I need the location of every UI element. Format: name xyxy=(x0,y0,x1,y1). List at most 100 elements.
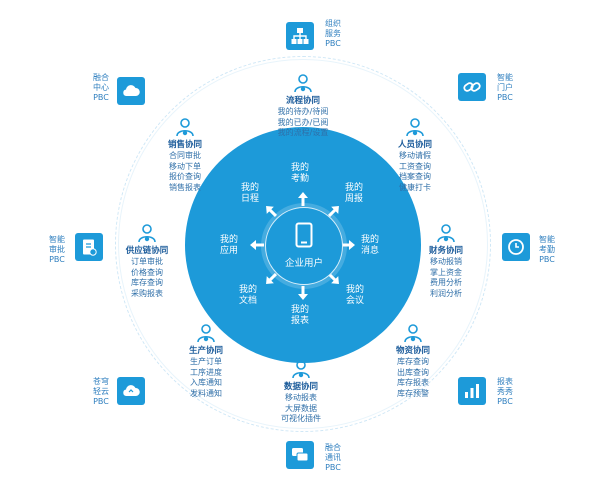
enterprise-user-hub[interactable]: 企业用户 xyxy=(265,207,343,285)
module-sales[interactable]: 销售协同 合同审批 移动下单 报价查询 销售报表 xyxy=(148,116,222,193)
enterprise-user-label: 企业用户 xyxy=(284,258,323,269)
center-item-messages: 我的消息 xyxy=(360,235,379,256)
arrow-down-left-icon xyxy=(266,272,278,284)
center-item-reports: 我的报表 xyxy=(290,305,309,326)
approval-doc-icon xyxy=(83,239,97,256)
module-personnel[interactable]: 人员协同 移动请假 工资查询 档案查询 健康打卡 xyxy=(378,116,452,193)
arrow-down-icon xyxy=(298,286,308,300)
module-materials[interactable]: 物资协同 库存查询 出库查询 库存报表 库存预警 xyxy=(376,322,450,399)
module-item: 合同审批 xyxy=(169,151,201,160)
module-item: 我的待办/待阅 xyxy=(277,107,329,116)
module-title: 销售协同 xyxy=(167,140,202,150)
center-item-meetings: 我的会议 xyxy=(345,285,364,306)
arrow-up-right-icon xyxy=(327,206,339,218)
module-production[interactable]: 生产协同 生产订单 工序进度 入库通知 发料通知 xyxy=(169,322,243,399)
module-item: 健康打卡 xyxy=(399,182,431,192)
chat-icon xyxy=(292,448,309,462)
module-title: 流程协同 xyxy=(285,96,320,106)
module-title: 物资协同 xyxy=(395,346,430,356)
module-item: 移动报表 xyxy=(285,393,317,402)
module-process[interactable]: 流程协同 我的待办/待阅 我的已办/已阅 我的流程/设置 xyxy=(266,72,340,139)
module-item: 可视化插件 xyxy=(281,414,321,423)
clock-icon xyxy=(508,239,524,255)
module-item: 库存查询 xyxy=(131,278,163,287)
arrow-down-right-icon xyxy=(327,272,339,284)
module-item: 库存预警 xyxy=(397,388,429,398)
center-item-attendance: 我的考勤 xyxy=(290,163,309,184)
module-item: 利润分析 xyxy=(430,288,462,298)
module-item: 大屏数据 xyxy=(285,403,317,413)
module-item: 生产订单 xyxy=(190,357,222,366)
user-group-icon xyxy=(197,324,215,343)
outer-ring xyxy=(115,56,491,432)
module-title: 数据协同 xyxy=(283,382,318,392)
module-item: 工资查询 xyxy=(399,161,431,171)
link-icon xyxy=(463,82,481,92)
module-item: 档案查询 xyxy=(399,172,431,181)
module-title: 人员协同 xyxy=(397,140,432,150)
pbc-smart-portal[interactable] xyxy=(458,73,486,101)
module-title: 生产协同 xyxy=(188,346,223,356)
module-data[interactable]: 数据协同 移动报表 大屏数据 可视化插件 xyxy=(264,358,338,425)
tablet-icon xyxy=(295,222,313,248)
module-item: 库存报表 xyxy=(397,378,429,387)
module-item: 入库通知 xyxy=(190,378,222,387)
module-title: 财务协同 xyxy=(428,246,463,256)
pbc-cosmic-cloud[interactable] xyxy=(117,377,145,405)
module-item: 移动请假 xyxy=(399,151,431,160)
arrow-up-icon xyxy=(298,192,308,206)
user-group-icon xyxy=(138,224,156,243)
center-item-documents: 我的文档 xyxy=(238,285,257,306)
module-supply-chain[interactable]: 供应链协同 订单审批 价格查询 库存查询 采购报表 xyxy=(110,222,184,299)
pbc-fusion-center[interactable] xyxy=(117,77,145,105)
cloud-sync-icon xyxy=(123,385,140,396)
module-title: 供应链协同 xyxy=(125,246,169,256)
arrow-left-icon xyxy=(250,240,264,250)
user-group-icon xyxy=(294,74,312,93)
module-item: 库存查询 xyxy=(397,357,429,366)
pbc-unified-comm[interactable] xyxy=(286,441,314,469)
module-item: 报价查询 xyxy=(169,172,201,181)
module-item: 移动下单 xyxy=(169,161,201,171)
user-group-icon xyxy=(176,118,194,137)
org-chart-icon xyxy=(291,28,309,44)
arrow-right-icon xyxy=(341,240,355,250)
module-finance[interactable]: 财务协同 移动报销 掌上资金 费用分析 利润分析 xyxy=(409,222,483,299)
pbc-org-service[interactable] xyxy=(286,22,314,50)
module-item: 采购报表 xyxy=(131,288,163,298)
user-group-icon xyxy=(404,324,422,343)
module-item: 出库查询 xyxy=(397,367,429,377)
module-item: 我的流程/设置 xyxy=(277,128,329,137)
user-group-icon xyxy=(406,118,424,137)
pbc-smart-attendance[interactable] xyxy=(502,233,530,261)
module-item: 工序进度 xyxy=(190,367,222,377)
center-item-apps: 我的应用 xyxy=(219,235,238,256)
arrow-up-left-icon xyxy=(266,206,278,218)
module-item: 费用分析 xyxy=(430,278,462,287)
module-item: 我的已办/已阅 xyxy=(277,117,329,127)
pbc-smart-approval[interactable] xyxy=(75,233,103,261)
user-group-icon xyxy=(292,360,310,379)
module-item: 订单审批 xyxy=(131,257,163,266)
cloud-icon xyxy=(123,85,140,96)
module-item: 掌上资金 xyxy=(430,267,462,277)
center-item-weekly-report: 我的周报 xyxy=(344,183,363,204)
module-item: 发料通知 xyxy=(190,388,222,398)
middle-ring xyxy=(118,59,488,429)
module-item: 销售报表 xyxy=(169,182,201,192)
module-item: 移动报销 xyxy=(430,257,462,266)
center-item-schedule: 我的日程 xyxy=(240,183,259,204)
bar-chart-icon xyxy=(465,384,479,398)
pbc-report-show[interactable] xyxy=(458,377,486,405)
module-item: 价格查询 xyxy=(131,267,163,277)
user-group-icon xyxy=(437,224,455,243)
